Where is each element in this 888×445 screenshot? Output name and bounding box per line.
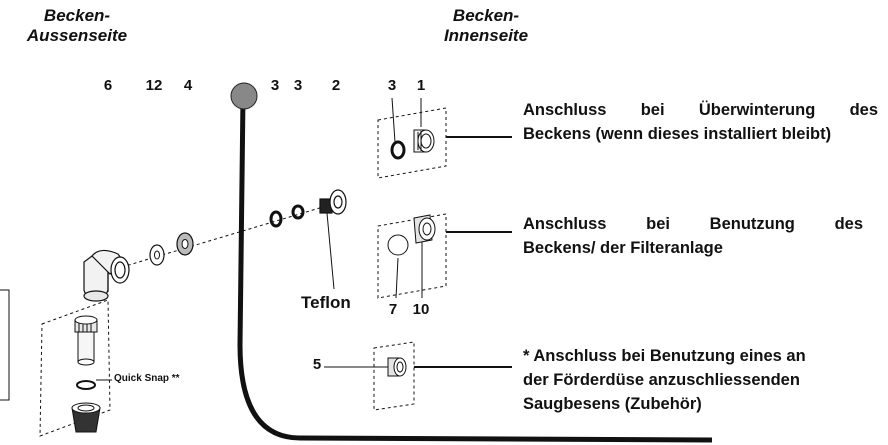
pool-wall-ball [230, 82, 258, 110]
quick-snap-cap [71, 402, 101, 433]
part-number-2: 2 [331, 77, 341, 94]
part-number-7: 7 [388, 301, 398, 318]
cap-part-1 [413, 129, 435, 153]
part-number-12: 12 [145, 77, 163, 94]
part-number-5: 5 [312, 356, 322, 373]
part-number-3a: 3 [270, 77, 280, 94]
description-filter: Anschluss bei Benutzung des Beckens/ der… [523, 212, 863, 260]
description-winter-line1: Anschluss bei Überwinterung des [523, 101, 878, 119]
description-vacuum: * Anschluss bei Benutzung eines an der F… [523, 344, 843, 416]
description-vacuum-line1: * Anschluss bei Benutzung eines an [523, 347, 806, 365]
quick-snap-o-ring [76, 380, 96, 390]
header-inside: Becken- Innenseite [430, 6, 542, 46]
part-number-3c: 3 [387, 77, 397, 94]
quick-snap-label: Quick Snap ** [114, 373, 180, 384]
quick-snap-nipple [74, 315, 98, 366]
teflon-leader [326, 212, 335, 290]
fitting-part-2 [319, 189, 347, 215]
quick-snap-group [39, 299, 112, 437]
part-number-4: 4 [183, 77, 193, 94]
description-vacuum-line3: Saugbesens (Zubehör) [523, 395, 702, 413]
nut-part-10 [413, 214, 436, 244]
part-number-1: 1 [416, 77, 426, 94]
description-winter: Anschluss bei Überwinterung des Beckens … [523, 98, 878, 146]
header-outside-line1: Becken- [43, 6, 111, 25]
gasket-part-4 [176, 232, 194, 256]
part-number-3b: 3 [293, 77, 303, 94]
o-ring-part-3c [390, 140, 406, 160]
filter-assembly-group [377, 213, 447, 299]
pool-wall-hose [230, 82, 713, 443]
description-winter-line2: Beckens (wenn dieses installiert bleibt) [523, 125, 832, 143]
o-ring-part-3b [291, 204, 305, 220]
teflon-label: Teflon [301, 293, 351, 312]
header-inside-line2: Innenseite [443, 26, 529, 45]
elbow-part-6 [83, 249, 130, 302]
washer-part-12 [149, 244, 165, 266]
header-outside-line2: Aussenseite [26, 26, 128, 45]
ball-part-7 [387, 234, 409, 256]
header-inside-line1: Becken- [452, 6, 520, 25]
winter-assembly-group [377, 97, 447, 179]
o-ring-part-3a [269, 210, 283, 228]
description-filter-line2: Beckens/ der Filteranlage [523, 239, 723, 257]
left-partial-box [0, 289, 10, 401]
description-filter-line1: Anschluss bei Benutzung des [523, 215, 863, 233]
adapter-part-5 [387, 357, 407, 377]
part-number-6: 6 [103, 77, 113, 94]
vacuum-assembly-group [324, 341, 415, 411]
description-vacuum-line2: der Förderdüse anzuschliessenden [523, 371, 800, 389]
header-outside: Becken- Aussenseite [6, 6, 148, 46]
part-number-10: 10 [412, 301, 430, 318]
